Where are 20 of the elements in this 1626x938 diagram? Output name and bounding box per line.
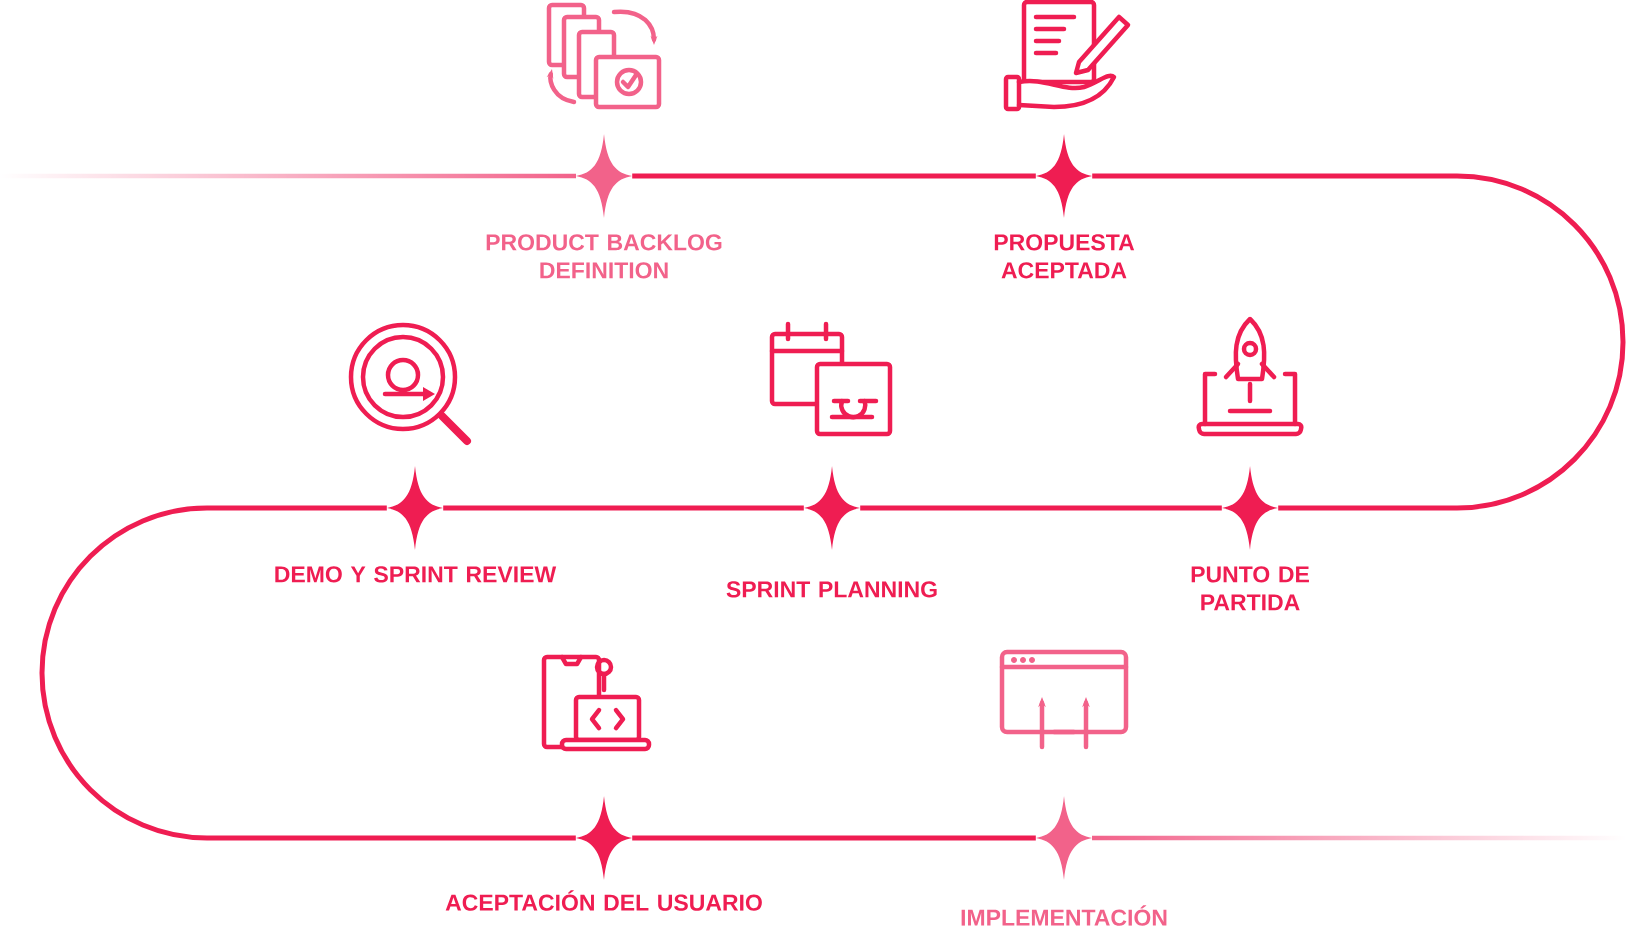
timeline-line xyxy=(1092,173,1626,511)
node-label: IMPLEMENTACIÓN xyxy=(961,905,1167,926)
node-label: PROPUESTA ACEPTADA xyxy=(994,234,1135,279)
milestone-star: ACEPTACIÓN DEL USUARIO xyxy=(445,796,762,911)
timeline-line xyxy=(632,173,1036,179)
milestone-star: DEMO Y SPRINT REVIEW xyxy=(275,466,557,583)
milestone-star: IMPLEMENTACIÓN xyxy=(961,796,1167,926)
node-label: DEMO Y SPRINT REVIEW xyxy=(275,566,557,583)
node-label: PUNTO DE PARTIDA xyxy=(1191,566,1309,611)
milestone-star: PROPUESTA ACEPTADA xyxy=(994,134,1135,279)
node-label: ACEPTACIÓN DEL USUARIO xyxy=(445,890,762,911)
milestone-star: SPRINT PLANNING xyxy=(726,466,937,598)
timeline-line xyxy=(39,505,576,841)
milestone-star: PRODUCT BACKLOG DEFINITION xyxy=(486,134,722,279)
node-label: SPRINT PLANNING xyxy=(726,581,937,598)
timeline-line xyxy=(443,505,804,511)
timeline-line xyxy=(632,835,1036,841)
node-label: PRODUCT BACKLOG DEFINITION xyxy=(486,234,722,279)
milestone-star: PUNTO DE PARTIDA xyxy=(1191,466,1309,611)
timeline-line xyxy=(860,505,1222,511)
